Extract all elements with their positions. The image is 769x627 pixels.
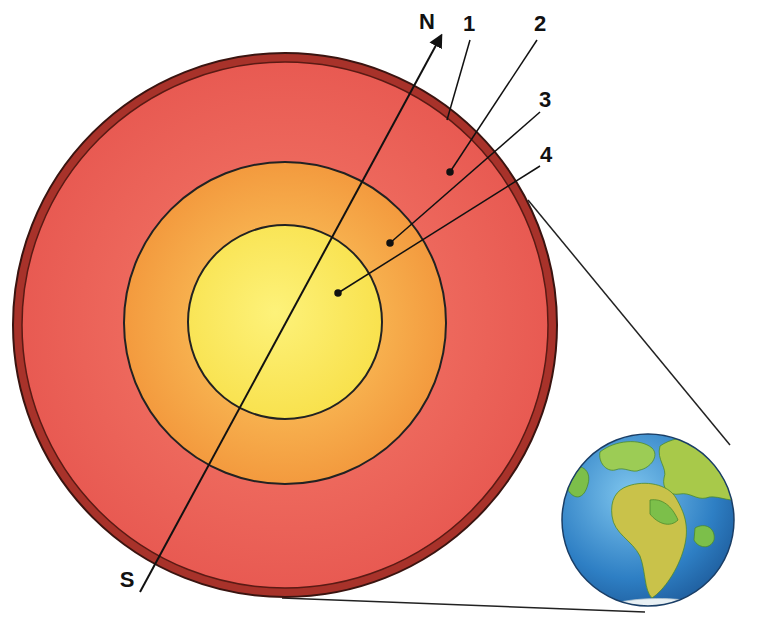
pole-label: S — [120, 569, 135, 591]
rotation-axis — [140, 36, 441, 592]
zoom-line — [282, 598, 645, 612]
pole-label: N — [419, 11, 435, 33]
callout-number: 2 — [534, 13, 546, 35]
zoom-line — [528, 200, 730, 445]
leader-lines — [335, 40, 540, 296]
callout-number: 1 — [463, 13, 475, 35]
inner-core — [188, 225, 382, 419]
callout-number: 4 — [540, 144, 552, 166]
earth-globe — [562, 434, 740, 620]
callout-number: 3 — [539, 89, 551, 111]
